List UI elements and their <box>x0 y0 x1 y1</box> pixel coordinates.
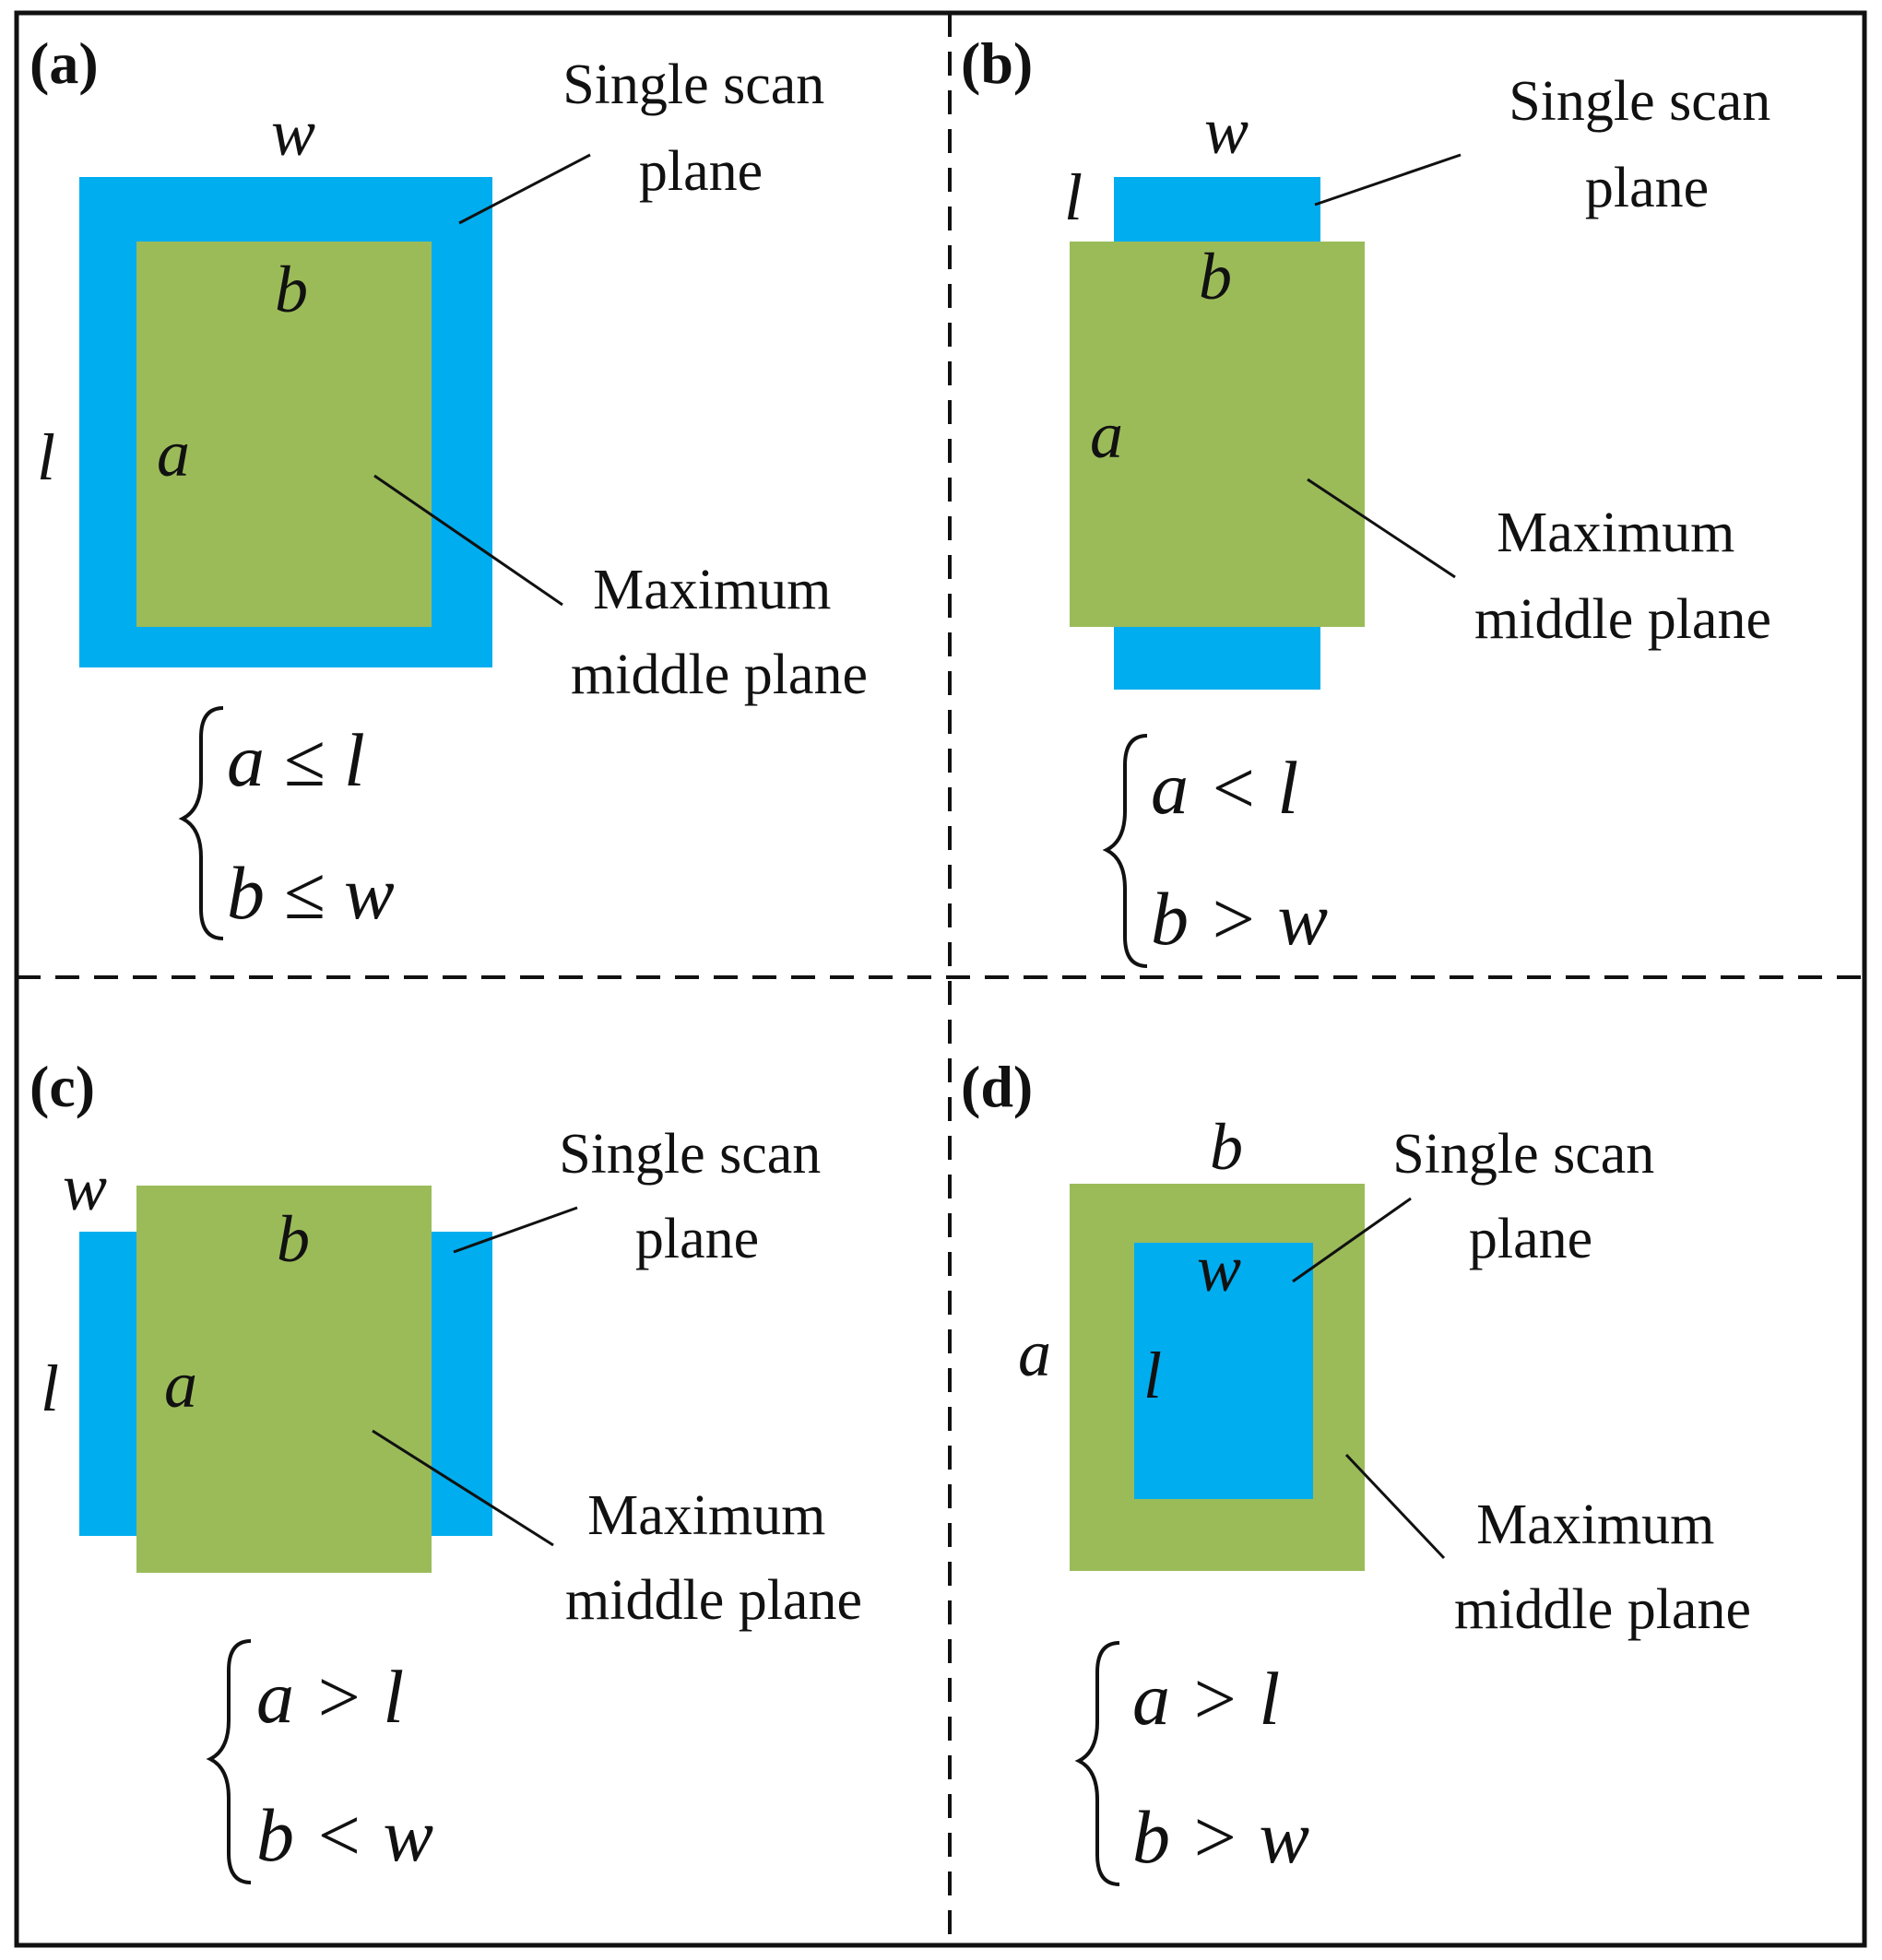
panel-c-condition-1: a > l <box>256 1655 404 1739</box>
panel-b-middle-caption-line2: middle plane <box>1474 588 1771 651</box>
panel-a-var-a: a <box>157 417 190 490</box>
panel-d-middle-leader <box>1344 1453 1446 1560</box>
panel-d-scan-leader <box>1292 1197 1412 1283</box>
panel-a-scan-caption: Single scan plane <box>562 53 839 203</box>
panel-a: (a) w b l a Single scan plane Maximum mi… <box>30 30 868 940</box>
panel-c-var-w: w <box>63 1151 107 1224</box>
panel-c-middle-caption: Maximum middle plane <box>565 1484 862 1632</box>
panel-a-scan-leader <box>458 153 591 225</box>
panel-b-scan-caption: Single scan plane <box>1509 70 1785 219</box>
panel-d-middle-caption: Maximum middle plane <box>1454 1494 1751 1641</box>
panel-a-scan-caption-line1: Single scan <box>562 53 824 116</box>
panel-c-label: (c) <box>30 1054 95 1119</box>
panel-b-middle-caption: Maximum middle plane <box>1474 502 1771 651</box>
panel-c-scan-caption-line1: Single scan <box>559 1123 821 1186</box>
panel-c-brace <box>206 1639 252 1884</box>
panel-b-var-w: w <box>1204 94 1249 168</box>
panel-b-scan-leader <box>1314 153 1462 207</box>
panel-c-middle-leader <box>372 1429 554 1547</box>
panel-a-brace <box>178 706 224 940</box>
panel-a-label: (a) <box>30 30 99 96</box>
panel-c-var-b: b <box>277 1202 310 1276</box>
panel-d-var-b: b <box>1210 1110 1243 1184</box>
panel-c-condition-2: b < w <box>256 1793 433 1877</box>
panel-d: (d) b w a l Single scan plane Maximum mi… <box>961 1054 1751 1886</box>
panel-c-middle-caption-line2: middle plane <box>565 1569 862 1632</box>
panel-d-brace <box>1074 1641 1120 1886</box>
panel-b-var-b: b <box>1199 240 1232 313</box>
panel-d-condition-1: a > l <box>1132 1657 1280 1741</box>
panel-c-scan-caption-line2: plane <box>635 1208 759 1270</box>
panel-d-var-w: w <box>1197 1232 1241 1305</box>
panel-d-var-l: l <box>1143 1339 1162 1412</box>
panel-a-middle-caption-line2: middle plane <box>571 643 868 706</box>
panel-b-scan-caption-line2: plane <box>1585 157 1709 219</box>
panel-b-middle-leader <box>1307 478 1456 579</box>
panel-b-middle-caption-line1: Maximum <box>1497 502 1734 564</box>
panel-b-label: (b) <box>961 30 1033 96</box>
panel-c-middle-caption-line1: Maximum <box>587 1484 825 1547</box>
panel-b: (b) w l b a Single scan plane Maximum mi… <box>961 30 1785 968</box>
panel-b-scan-caption-line1: Single scan <box>1509 70 1770 133</box>
panel-a-condition-2: b ≤ w <box>227 851 395 935</box>
panel-a-middle-caption-line1: Maximum <box>593 559 831 621</box>
panel-a-middle-leader <box>373 474 563 607</box>
panel-d-label: (d) <box>961 1054 1033 1119</box>
panel-b-condition-1: a < l <box>1151 746 1298 830</box>
panel-d-scan-caption-line1: Single scan <box>1392 1123 1654 1186</box>
panel-c: (c) w b l a Single scan plane Maximum mi… <box>30 1054 862 1884</box>
panel-a-scan-caption-line2: plane <box>639 140 763 203</box>
panel-c-scan-caption: Single scan plane <box>559 1123 835 1270</box>
panel-d-scan-caption-line2: plane <box>1469 1208 1592 1270</box>
panel-c-var-a: a <box>164 1348 197 1422</box>
panel-b-var-a: a <box>1090 398 1123 472</box>
panel-d-middle-caption-line1: Maximum <box>1476 1494 1714 1556</box>
panel-d-var-a: a <box>1018 1317 1051 1390</box>
panel-c-scan-leader <box>453 1206 578 1254</box>
panel-a-condition-1: a ≤ l <box>227 718 365 802</box>
panel-b-brace <box>1102 734 1148 968</box>
panel-a-middle-plane <box>136 242 432 627</box>
panel-d-middle-caption-line2: middle plane <box>1454 1578 1751 1641</box>
panel-c-middle-plane <box>136 1186 432 1573</box>
panel-a-middle-caption: Maximum middle plane <box>571 559 868 706</box>
panel-c-var-l: l <box>41 1352 59 1425</box>
panel-d-scan-plane <box>1134 1243 1313 1499</box>
panel-a-var-b: b <box>275 253 308 326</box>
panel-a-var-l: l <box>37 420 55 494</box>
panel-d-scan-caption: Single scan plane <box>1392 1123 1669 1270</box>
panel-b-condition-2: b > w <box>1151 877 1328 961</box>
panel-b-middle-plane <box>1070 242 1365 627</box>
panel-b-var-l: l <box>1064 160 1083 234</box>
panel-a-var-w: w <box>271 96 315 170</box>
panel-d-condition-2: b > w <box>1132 1795 1309 1879</box>
